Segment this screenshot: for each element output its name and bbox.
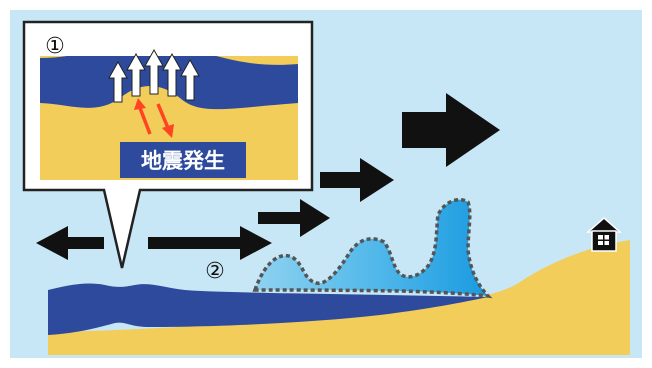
right-arrow-4 <box>402 93 500 167</box>
left-arrow <box>36 226 104 260</box>
right-arrow-3 <box>320 158 394 202</box>
uplift-arrows <box>108 48 200 103</box>
earthquake-caption: 地震発生 <box>141 149 225 173</box>
inset-callout: ① 地震発生 <box>22 20 314 269</box>
sea-water <box>48 283 488 335</box>
house-icon <box>586 217 622 252</box>
tsunami-wave <box>252 197 493 299</box>
right-arrow-1 <box>148 226 272 260</box>
fault-arrows <box>134 98 174 138</box>
step-2-number: ② <box>205 259 225 284</box>
step-1-number: ① <box>45 34 65 59</box>
right-arrow-2 <box>258 199 330 237</box>
caption-box <box>120 142 246 178</box>
